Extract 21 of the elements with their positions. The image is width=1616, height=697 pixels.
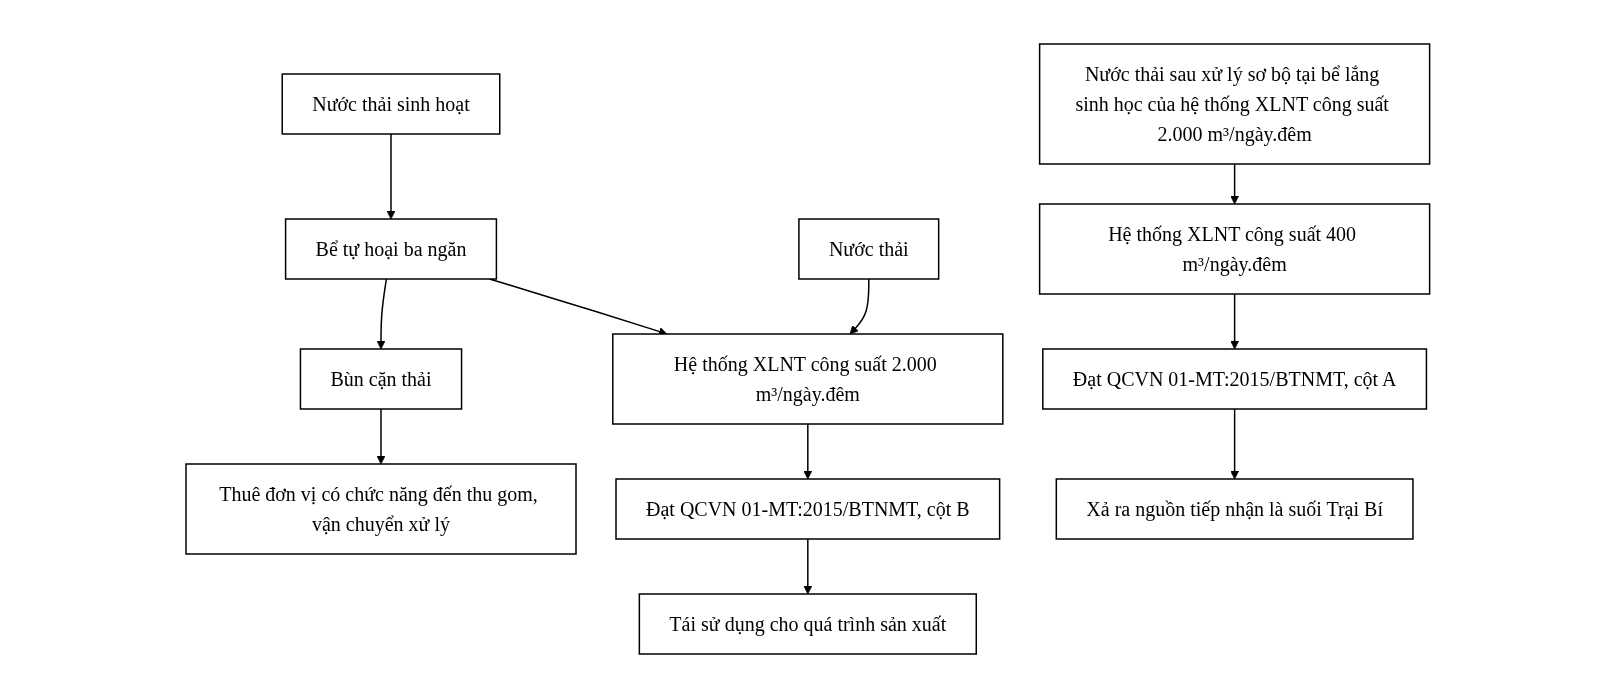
arrow (376, 277, 388, 349)
node-box: Nước thải sinh hoạt (281, 72, 501, 135)
node-box: Đạt QCVN 01-MT:2015/BTNMT, cột B (615, 477, 1001, 540)
node-box: Hệ thống XLNT công suất 400 m³/ngày.đêm (1039, 202, 1431, 295)
arrow (1230, 407, 1240, 479)
node-box: Tái sử dụng cho quá trình sản xuất (638, 592, 978, 655)
node-box: Bể tự hoại ba ngăn (285, 217, 498, 280)
arrow (386, 132, 396, 219)
node-box: Xả ra nguồn tiếp nhận là suối Trại Bí (1055, 477, 1414, 540)
arrow (376, 407, 386, 464)
arrow (1230, 292, 1240, 349)
arrow (803, 537, 813, 594)
node-box: Hệ thống XLNT công suất 2.000 m³/ngày.đêm (612, 332, 1004, 425)
node-box: Thuê đơn vị có chức năng đến thu gom, vận chuyển xử lý (185, 462, 577, 555)
node-box: Nước thải sau xử lý sơ bộ tại bể lắng sinh học của hệ thống XLNT công suất 2.000 m³/ngày.đêm (1039, 42, 1431, 165)
arrow (1230, 162, 1240, 204)
node-box: Nước thải (798, 217, 940, 280)
node-box: Bùn cặn thải (299, 347, 463, 410)
arrow (803, 422, 813, 479)
arrow (849, 277, 870, 334)
node-box: Đạt QCVN 01-MT:2015/BTNMT, cột A (1042, 347, 1428, 410)
